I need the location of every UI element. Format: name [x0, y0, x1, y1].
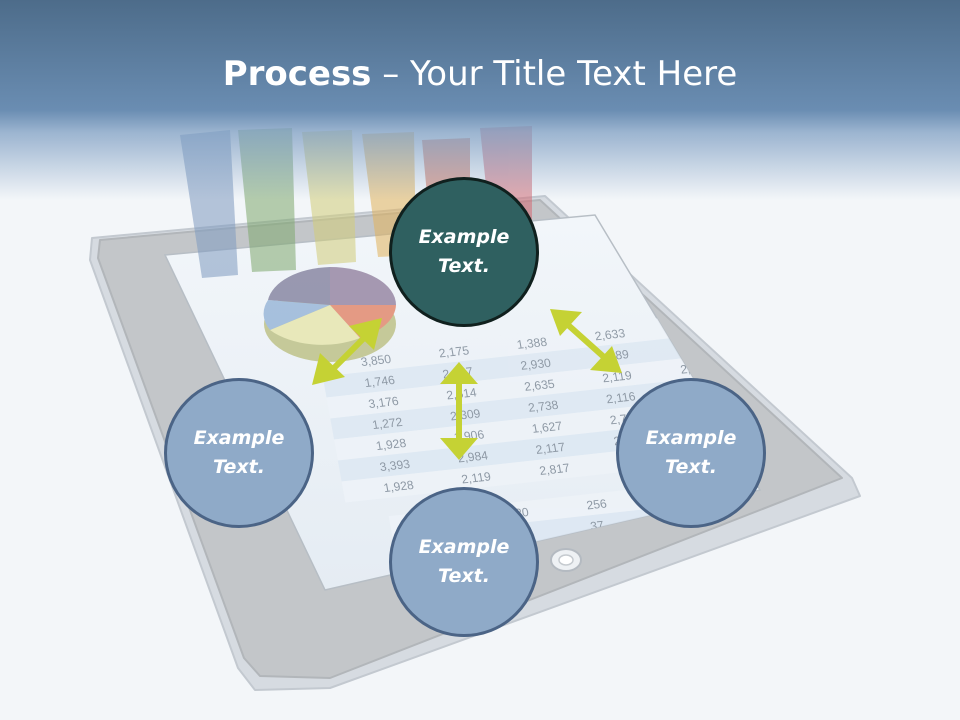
sheet-cell: 2,635	[523, 377, 556, 394]
arrow-vertical-double-icon	[440, 362, 478, 460]
process-node-left-text: Example Text.	[193, 427, 285, 478]
sheet-cell: 2,738	[527, 398, 560, 415]
sheet-cell: 3,850	[360, 352, 393, 369]
sheet-cell: 1,928	[382, 478, 415, 495]
sheet-row-band	[326, 352, 741, 419]
sheet-row-band	[322, 331, 737, 398]
process-node-bottom[interactable]: Example Text.	[389, 487, 539, 637]
process-node-right[interactable]: Example Text.	[616, 378, 766, 528]
sheet-cell: 2,117	[535, 440, 567, 457]
sheet-cell: 2,930	[519, 356, 552, 373]
title-bold: Process	[222, 54, 372, 94]
sheet-cell: 1,388	[516, 335, 549, 352]
sheet-cell: 2,119	[601, 368, 633, 385]
arrow-left-top-double-icon	[312, 318, 382, 385]
pie-chart-graphic	[263, 267, 396, 362]
sheet-cell: 1,272	[371, 415, 404, 432]
sheet-row-band	[330, 373, 745, 440]
sheet-cell: 2,116	[605, 389, 637, 406]
arrow-top-right-double-icon	[550, 309, 622, 373]
connector-arrows	[312, 309, 622, 460]
sheet-cell: 2,633	[594, 326, 627, 343]
home-button-icon	[550, 548, 582, 572]
process-node-top[interactable]: Example Text.	[389, 177, 539, 327]
sheet-cell: 2,175	[438, 343, 471, 360]
sheet-cell: 1,928	[375, 436, 408, 453]
title-rest: – Your Title Text Here	[371, 54, 738, 94]
sheet-cell: 3,393	[379, 457, 412, 474]
header-band	[0, 0, 960, 200]
process-node-top-text: Example Text.	[418, 226, 510, 277]
sheet-cell: 1,627	[531, 419, 564, 436]
sheet-cell: 1,746	[363, 373, 396, 390]
process-node-right-text: Example Text.	[645, 427, 737, 478]
sheet-cell: 2,817	[538, 461, 571, 478]
slide-title: Process – Your Title Text Here	[0, 52, 960, 96]
sheet-row-band	[318, 310, 733, 377]
process-node-left[interactable]: Example Text.	[164, 378, 314, 528]
sheet-cell: 2,119	[460, 469, 492, 486]
sheet-cell: 256	[585, 496, 608, 512]
sheet-cell: 3,176	[367, 394, 400, 411]
process-node-bottom-text: Example Text.	[418, 536, 510, 587]
